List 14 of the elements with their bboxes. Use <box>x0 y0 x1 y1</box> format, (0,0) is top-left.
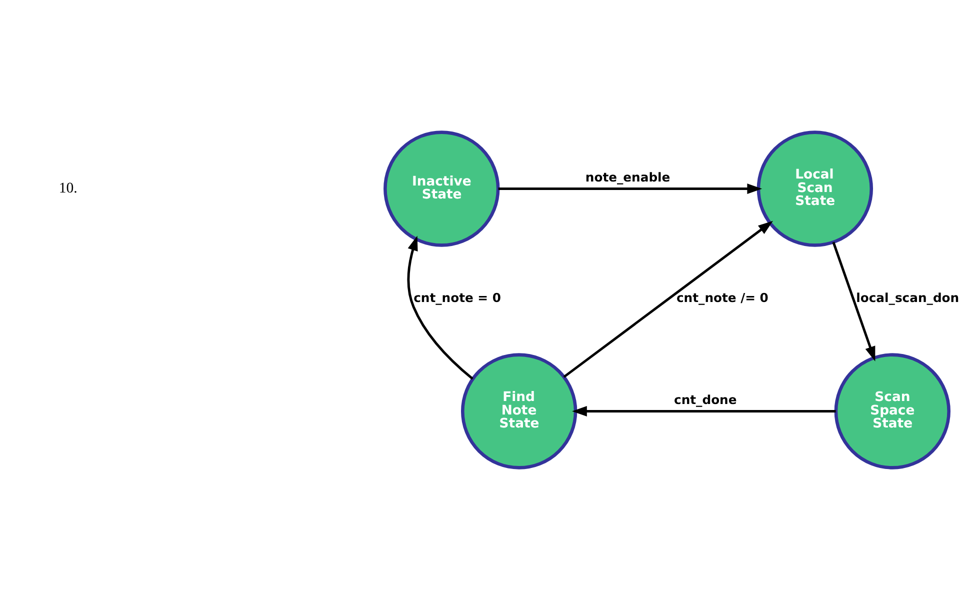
arrow <box>498 184 762 194</box>
edge-label: cnt_note /= 0 <box>676 291 768 306</box>
node-circle: Scan Space State <box>834 353 950 470</box>
node-circle: Find Note State <box>460 353 578 470</box>
node-circle: Inactive State <box>384 130 500 247</box>
arrow <box>563 220 773 378</box>
edge-label: local_scan_don <box>856 291 960 306</box>
edge-label: note_enable <box>585 170 670 184</box>
arrow <box>407 236 474 380</box>
label: 10. <box>58 180 78 196</box>
arrow <box>572 406 836 416</box>
edge-label: cnt_done <box>674 392 737 407</box>
arrow <box>832 242 876 362</box>
edge-label: cnt_note = 0 <box>414 291 501 306</box>
